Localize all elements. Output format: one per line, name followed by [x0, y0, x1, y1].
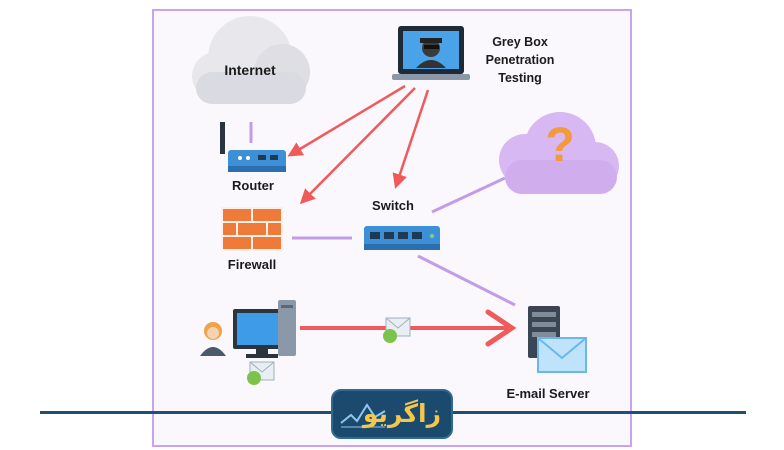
logo-badge: زاگریو [331, 389, 453, 439]
connection-lines [249, 122, 516, 307]
firewall-icon [221, 207, 283, 251]
question-mark: ? [545, 119, 575, 172]
cloud-icon [192, 16, 310, 104]
virus-email-icon [247, 361, 275, 385]
question-cloud-icon [499, 112, 619, 194]
internet-label: Internet [224, 62, 276, 78]
attack-arrows [287, 84, 430, 205]
mail-server-icon [528, 306, 587, 373]
logo-wave-icon [340, 403, 386, 428]
user-computer-icon [200, 300, 296, 358]
logo-text: زاگریو [362, 399, 441, 428]
router-label: Router [232, 178, 274, 193]
virus-email-icon [383, 317, 411, 343]
switch-label: Switch [372, 198, 414, 213]
switch-icon [364, 226, 440, 250]
grey-box-label: Grey Box Penetration Testing [485, 35, 555, 85]
email-server-label: E-mail Server [506, 386, 590, 401]
hacker-laptop-icon [392, 26, 470, 80]
router-icon [220, 122, 286, 172]
firewall-label: Firewall [227, 257, 277, 272]
